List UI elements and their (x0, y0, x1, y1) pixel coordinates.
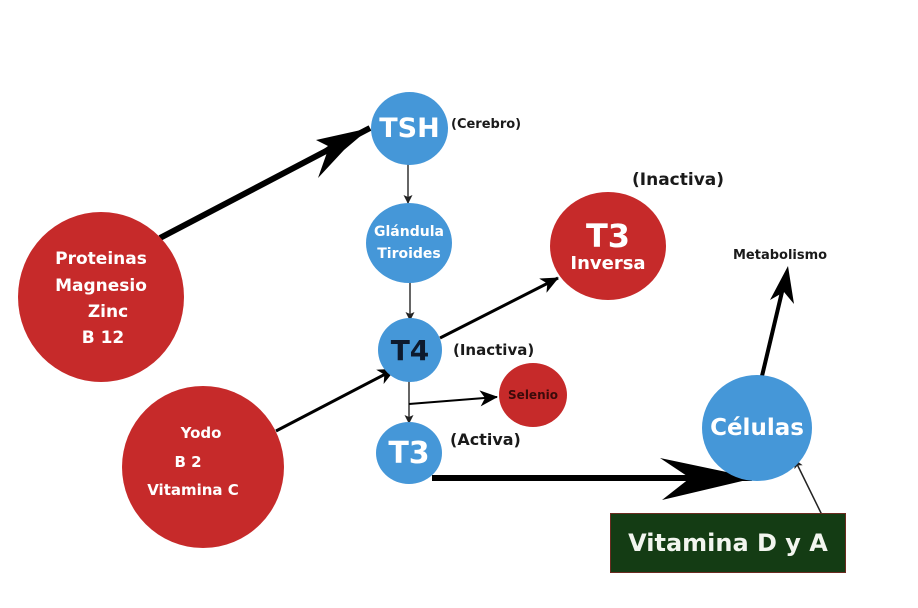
nutrients-group-2-node: Yodo B 2 Vitamina C (122, 386, 284, 548)
nutrients-group-1-node: Proteinas Magnesio Zinc B 12 (18, 212, 184, 382)
arrow-vitamin-to-cells (794, 459, 823, 516)
tsh-note: (Cerebro) (451, 117, 522, 132)
gland-line-2: Tiroides (377, 246, 441, 262)
t4-node: T4 (378, 318, 442, 382)
cells-node: Células (702, 375, 812, 481)
arrow-t4-to-t3-reverse (439, 276, 559, 340)
selenio-label: Selenio (508, 388, 558, 402)
nutrient-b2: B 2 (174, 452, 202, 471)
nutrient-vitamina-c: Vitamina C (147, 481, 239, 500)
arrowhead-cells-to-metabolism (770, 266, 794, 304)
t4-note: (Inactiva) (453, 341, 535, 359)
nutrient-zinc: Zinc (87, 302, 129, 322)
t3-reverse-node: T3 Inversa (550, 192, 666, 300)
arrow-nutrients2-to-t4 (275, 367, 396, 433)
arrowhead-nutrients1-to-tsh-b (318, 128, 370, 178)
t3-active-label: T3 (388, 435, 430, 471)
t4-label: T4 (390, 333, 430, 367)
nutrient-proteinas: Proteinas (55, 249, 147, 270)
thyroid-gland-node: Glándula Tiroides (366, 203, 452, 283)
arrowhead-t3-to-cells (660, 458, 755, 500)
t3-active-node: T3 (376, 422, 442, 484)
vitamin-d-a-box: Vitamina D y A (610, 513, 846, 573)
t3-reverse-label: T3 (585, 216, 631, 255)
metabolism-label: Metabolismo (733, 248, 828, 263)
tsh-node: TSH (371, 92, 448, 165)
arrow-t4-to-selenio (408, 390, 498, 407)
nutrient-magnesio: Magnesio (55, 275, 147, 296)
selenio-node: Selenio (499, 363, 567, 427)
t3-reverse-sublabel: Inversa (570, 252, 646, 274)
t3-active-note: (Activa) (450, 430, 521, 449)
t3-reverse-note: (Inactiva) (632, 170, 725, 190)
nutrient-b12: B 12 (81, 328, 125, 349)
nutrient-yodo: Yodo (180, 424, 222, 443)
cells-label: Células (710, 415, 804, 441)
tsh-label: TSH (379, 113, 440, 144)
gland-line-1: Glándula (374, 223, 444, 240)
vitamin-d-a-label: Vitamina D y A (628, 529, 828, 557)
